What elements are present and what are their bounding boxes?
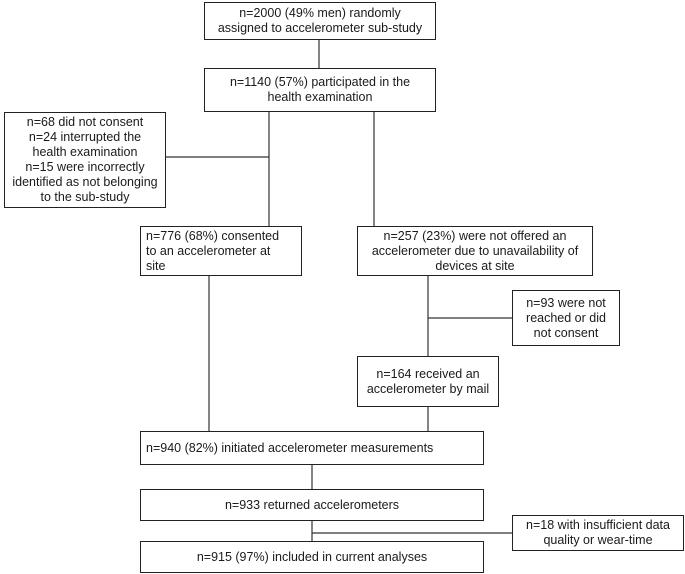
box-randomized: n=2000 (49% men) randomly assigned to ac… (204, 2, 436, 40)
box-consented-site: n=776 (68%) consented to an acceleromete… (140, 226, 302, 276)
box-returned-line-1: n=933 returned accelerometers (224, 497, 400, 512)
box-insufficient-line-1: n=18 with insufficient data (526, 518, 670, 532)
box-not-reached: n=93 were not reached or did not consent (512, 290, 620, 346)
box-not-offered: n=257 (23%) were not offered an accelero… (357, 226, 593, 276)
box-initiated: n=940 (82%) initiated accelerometer meas… (140, 431, 484, 465)
box-insufficient: n=18 with insufficient data quality or w… (512, 515, 684, 551)
box-not-offered-line-2: accelerometer due to unavailability of (371, 243, 579, 258)
box-included-line-1: n=915 (97%) included in current analyses (196, 549, 428, 564)
box-not-offered-line-3: devices at site (435, 258, 515, 273)
box-participated: n=1140 (57%) participated in the health … (204, 68, 436, 112)
box-consented-site-line-3: site (146, 258, 166, 273)
box-insufficient-line-2: quality or wear-time (543, 533, 653, 547)
box-excluded-exam-line-4: n=15 were incorrectly (25, 160, 145, 174)
box-by-mail-line-1: n=164 received an (376, 366, 480, 381)
box-excluded-exam-line-5: identified as not belonging (12, 175, 158, 189)
box-excluded-exam-line-3: health examination (32, 145, 138, 159)
box-not-reached-line-3: not consent (533, 325, 599, 340)
box-participated-line-2: health examination (267, 90, 373, 104)
box-consented-site-line-1: n=776 (68%) consented (146, 228, 280, 243)
box-not-offered-line-1: n=257 (23%) were not offered an (383, 228, 567, 243)
box-excluded-exam-line-1: n=68 did not consent (26, 115, 144, 129)
box-not-reached-line-2: reached or did (526, 310, 606, 325)
box-excluded-exam: n=68 did not consent n=24 interrupted th… (4, 112, 166, 208)
box-not-reached-line-1: n=93 were not (526, 295, 606, 310)
box-excluded-exam-line-6: to the sub-study (40, 190, 130, 204)
box-consented-site-line-2: to an accelerometer at (146, 243, 271, 258)
box-randomized-line-2: assigned to accelerometer sub-study (217, 21, 423, 35)
box-by-mail-line-2: accelerometer by mail (366, 381, 490, 396)
box-returned: n=933 returned accelerometers (140, 489, 484, 521)
box-randomized-line-1: n=2000 (49% men) randomly (239, 6, 401, 20)
box-included: n=915 (97%) included in current analyses (140, 541, 484, 573)
box-initiated-line-1: n=940 (82%) initiated accelerometer meas… (146, 440, 434, 455)
box-excluded-exam-line-2: n=24 interrupted the (28, 130, 142, 144)
box-participated-line-1: n=1140 (57%) participated in the (229, 75, 411, 89)
box-by-mail: n=164 received an accelerometer by mail (357, 356, 499, 407)
